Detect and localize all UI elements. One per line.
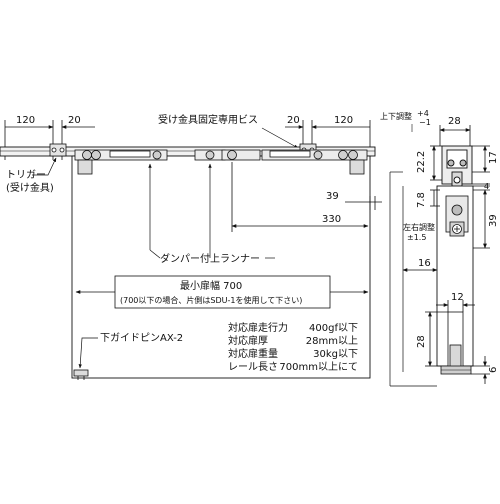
guide-pin <box>73 369 89 380</box>
label-receiver-screw: 受け金具固定専用ビス <box>158 113 258 126</box>
label-lr-adjust: 左右調整 <box>403 222 435 232</box>
spec-value-0: 400gf以下 <box>309 323 358 334</box>
label-guide-pin: 下ガイドピンAX-2 <box>100 332 183 344</box>
lr-adjust-value: ±1.5 <box>407 233 426 242</box>
min-width-note: (700以下の場合、片側はSDU-1を使用して下さい) <box>120 295 302 305</box>
spec-table: 対応扉走行力 400gf以下 対応扉厚 28mm以上 対応扉重量 30kg以下 … <box>228 321 358 373</box>
dim-12: 12 <box>451 292 464 303</box>
min-width-title: 最小扉幅 700 <box>180 279 242 292</box>
rail-profile <box>441 145 473 189</box>
trigger-bracket-left <box>49 143 67 157</box>
dim-28-bottom-lines <box>425 311 448 367</box>
spec-value-3: 700mm以上にて <box>279 361 358 373</box>
runner-right <box>261 149 368 175</box>
dim-17-lines <box>472 145 490 173</box>
door-panel <box>71 155 371 379</box>
side-view: 上下調整 +4 −1 28 22.2 <box>380 109 499 387</box>
dim-6-lines <box>471 356 490 384</box>
dim-12-lines <box>436 300 475 312</box>
spec-label-3: レール長さ <box>228 361 278 373</box>
dim-right-inner: 20 <box>287 115 300 126</box>
dim-7-8: 7.8 <box>416 192 427 208</box>
dim-left-outer: 120 <box>16 115 35 126</box>
dim-17: 17 <box>488 151 499 164</box>
damper-runner-leaders <box>148 163 275 259</box>
dim-39-side-lines <box>473 185 490 249</box>
label-damper-runner: ダンパー付上ランナー <box>160 252 260 265</box>
dim-6: 6 <box>488 367 499 373</box>
runner-left <box>74 149 168 175</box>
front-view: 120 20 20 120 受け金具固定専用ビス <box>0 113 382 380</box>
dim-330-lines <box>231 162 369 232</box>
runner-middle <box>194 149 261 161</box>
label-vertical-adjust: 上下調整 <box>380 111 412 121</box>
min-width-callout <box>75 275 369 309</box>
spec-value-2: 30kg以下 <box>313 349 358 360</box>
spec-value-1: 28mm以上 <box>306 335 358 347</box>
dim-39-side: 39 <box>488 214 499 227</box>
vertical-adjust-plus: +4 <box>417 109 429 118</box>
guide-pin-side <box>440 311 472 375</box>
label-trigger-2: (受け金具) <box>6 181 54 194</box>
dim-22-2: 22.2 <box>416 151 427 173</box>
dim-28-top: 28 <box>448 116 461 127</box>
spec-label-1: 対応扉厚 <box>228 334 268 347</box>
dim-16: 16 <box>418 258 431 269</box>
dim-left-inner: 20 <box>68 115 81 126</box>
spec-label-2: 対応扉重量 <box>228 347 278 360</box>
dim-4: 4 <box>484 182 489 191</box>
dim-22-lines <box>430 145 442 181</box>
vertical-adjust-minus: −1 <box>419 118 431 127</box>
dim-330: 330 <box>322 214 341 225</box>
dim-right-outer: 120 <box>334 115 353 126</box>
spec-label-0: 対応扉走行力 <box>228 321 288 334</box>
label-trigger-1: トリガー <box>6 169 46 181</box>
dim-7-8-lines <box>430 189 440 207</box>
dim-4-lines <box>472 183 490 191</box>
adjust-bracket <box>445 195 469 237</box>
dim-28-bottom: 28 <box>416 335 427 348</box>
dim-39-front-lines <box>345 196 382 210</box>
dim-39-front: 39 <box>326 191 339 202</box>
dim-28-top-lines <box>439 125 471 146</box>
